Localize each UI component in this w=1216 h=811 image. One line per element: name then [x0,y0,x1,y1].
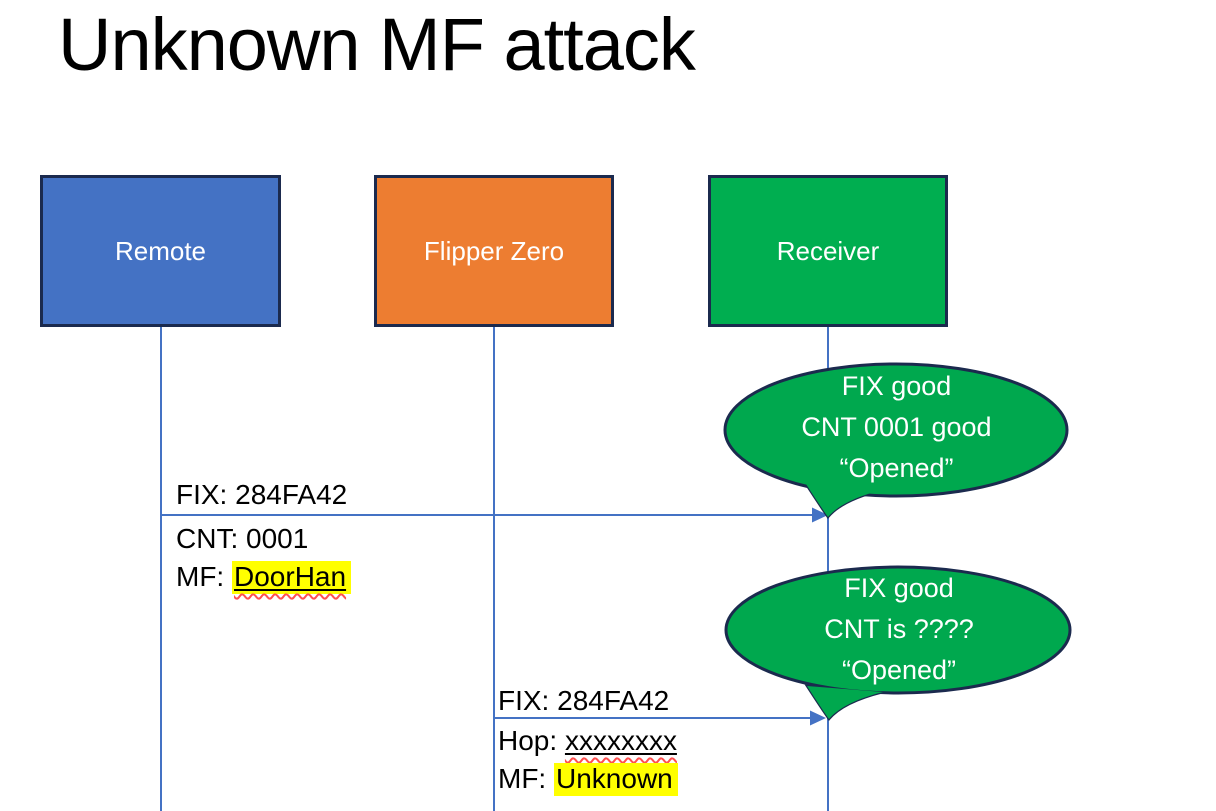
message-1-fix-label: FIX: 284FA42 [176,479,348,510]
actor-label-flipper-zero: Flipper Zero [423,235,565,266]
speech-bubble-1-text: FIX good CNT 0001 good “Opened” [801,371,992,483]
message-2-hop-label: Hop: xxxxxxxx [498,725,677,756]
message-arrow-2-head [810,710,826,726]
actor-label-remote: Remote [114,235,207,266]
message-2-mf-label: MF: Unknown [498,760,678,798]
page-title: Unknown MF attack [58,3,696,86]
speech-bubble-1 [723,362,1069,520]
highlighted-unknown: Unknown [554,763,678,796]
underlined-hop-value: xxxxxxxx [564,725,677,756]
actor-box-flipper-zero: Flipper Zero [374,175,614,327]
message-2-detail-labels: Hop: xxxxxxxx MF: Unknown [498,722,678,798]
message-1-mf-label: MF: DoorHan [176,558,352,596]
speech-bubble-2-text: FIX good CNT is ???? “Opened” [824,573,974,685]
message-1-detail-labels: CNT: 0001 MF: DoorHan [176,520,352,596]
actor-label-receiver: Receiver [776,235,880,266]
actor-box-receiver: Receiver [708,175,948,327]
message-arrow-1-head [812,507,828,523]
highlighted-doorhan: DoorHan [232,561,352,594]
actor-box-remote: Remote [40,175,281,327]
message-1-cnt-label: CNT: 0001 [176,523,309,554]
speech-bubble-2 [724,565,1072,722]
message-2-fix-label: FIX: 284FA42 [498,685,670,716]
